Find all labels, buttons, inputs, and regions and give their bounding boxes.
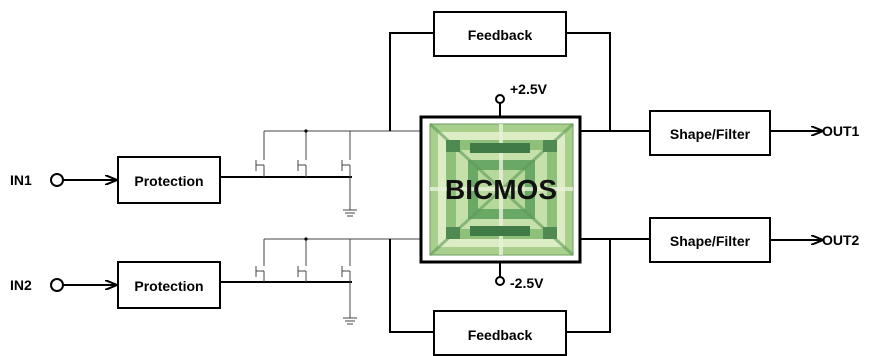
supply-label-positive: +2.5V — [510, 81, 548, 97]
transistor-network-1 — [220, 129, 420, 217]
feedback-block-bottom — [433, 310, 567, 356]
feedback-label-top: Feedback — [468, 27, 533, 43]
supply-pin-negative — [495, 262, 505, 286]
feedback-block-top — [433, 11, 567, 57]
shape-filter-label-2: Shape/Filter — [670, 233, 751, 249]
protection-label-2: Protection — [134, 278, 203, 294]
bicmos-chip — [419, 115, 582, 264]
supply-pin-positive — [495, 94, 505, 117]
feedback-loop-top — [389, 32, 611, 131]
output-label-out1: OUT1 — [822, 123, 860, 139]
shape-filter-block-2 — [649, 217, 771, 263]
transistor-network-2 — [220, 237, 420, 325]
input-label-in2: IN2 — [10, 277, 32, 293]
protection-block-1 — [117, 156, 221, 204]
input-terminal-in1 — [50, 173, 64, 187]
shape-filter-label-1: Shape/Filter — [670, 126, 751, 142]
protection-label-1: Protection — [134, 173, 203, 189]
input-terminal-in2 — [50, 278, 64, 292]
feedback-loop-bottom — [389, 239, 611, 333]
output-label-out2: OUT2 — [822, 232, 860, 248]
shape-filter-block-1 — [649, 110, 771, 156]
supply-label-negative: -2.5V — [510, 275, 544, 291]
chip-label: BICMOS — [445, 174, 557, 205]
feedback-label-bottom: Feedback — [468, 327, 533, 343]
protection-block-2 — [117, 261, 221, 309]
input-label-in1: IN1 — [10, 172, 32, 188]
